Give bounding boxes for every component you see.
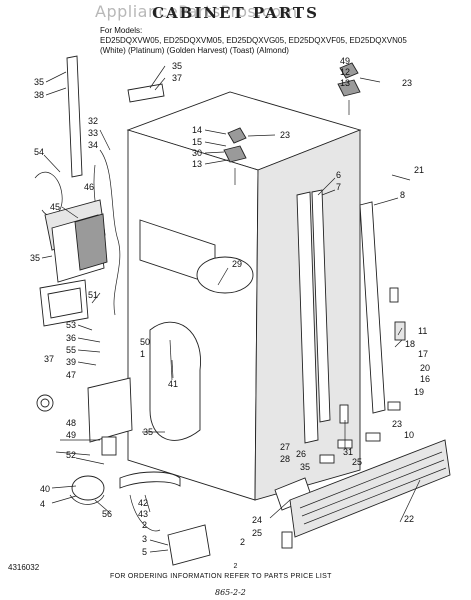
callout: 36 bbox=[66, 333, 76, 343]
page-number: 2 bbox=[233, 563, 238, 570]
left-side-parts bbox=[34, 55, 211, 566]
cabinet-shell bbox=[126, 91, 362, 501]
callout: 35 bbox=[143, 427, 153, 437]
callout: 38 bbox=[34, 90, 44, 100]
callout: 18 bbox=[405, 339, 415, 349]
callout: 5 bbox=[142, 547, 147, 557]
model-numbers: ED25DQXVW05, ED25DQXVM05, ED25DQXVG05, E… bbox=[100, 36, 407, 45]
callout: 6 bbox=[336, 170, 341, 180]
callout: 11 bbox=[418, 326, 427, 336]
callout: 32 bbox=[88, 116, 98, 126]
callout: 22 bbox=[404, 514, 414, 524]
callout: 35 bbox=[172, 61, 182, 71]
callout: 4 bbox=[40, 499, 45, 509]
callout: 34 bbox=[88, 140, 98, 150]
callout: 26 bbox=[296, 449, 306, 459]
callout: 55 bbox=[66, 345, 76, 355]
right-side-parts bbox=[274, 189, 451, 549]
callout: 42 bbox=[138, 498, 148, 508]
callout: 37 bbox=[172, 73, 182, 83]
callout: 51 bbox=[88, 290, 98, 300]
callout: 25 bbox=[352, 457, 362, 467]
callout: 52 bbox=[66, 450, 76, 460]
callout: 19 bbox=[414, 387, 424, 397]
for-models-label: For Models: bbox=[100, 26, 143, 35]
callout: 40 bbox=[40, 484, 50, 494]
watermark: AppliancePartsPros.com bbox=[95, 2, 298, 21]
callout-leaders bbox=[41, 65, 421, 553]
callout-labels: 35 38 54 45 35 46 32 33 34 51 53 36 55 3… bbox=[30, 56, 430, 557]
callout: 27 bbox=[280, 442, 290, 452]
callout: 50 bbox=[140, 337, 150, 347]
callout: 48 bbox=[66, 418, 76, 428]
callout: 24 bbox=[252, 515, 262, 525]
callout: 23 bbox=[280, 130, 290, 140]
callout: 23 bbox=[402, 78, 412, 88]
callout: 10 bbox=[404, 430, 414, 440]
page-title: CABINET PARTS bbox=[152, 4, 319, 22]
callout: 56 bbox=[102, 509, 112, 519]
callout: 53 bbox=[66, 320, 76, 330]
callout: 15 bbox=[192, 137, 202, 147]
handwritten-note: 865-2-2 bbox=[215, 588, 246, 597]
callout: 31 bbox=[343, 447, 353, 457]
callout: 25 bbox=[252, 528, 262, 538]
callout: 2 bbox=[240, 537, 245, 547]
callout: 49 bbox=[340, 56, 350, 66]
ordering-note: FOR ORDERING INFORMATION REFER TO PARTS … bbox=[110, 573, 332, 580]
callout: 35 bbox=[34, 77, 44, 87]
callout: 35 bbox=[300, 462, 310, 472]
callout: 7 bbox=[336, 182, 341, 192]
callout: 39 bbox=[66, 357, 76, 367]
callout: 3 bbox=[142, 534, 147, 544]
callout: 28 bbox=[280, 454, 290, 464]
top-right-parts bbox=[127, 62, 361, 185]
model-colors: (White) (Platinum) (Golden Harvest) (Toa… bbox=[100, 46, 289, 55]
callout: 30 bbox=[192, 148, 202, 158]
callout: 21 bbox=[414, 165, 424, 175]
callout: 37 bbox=[44, 354, 54, 364]
document-number: 4316032 bbox=[8, 563, 40, 572]
callout: 8 bbox=[400, 190, 405, 200]
callout: 17 bbox=[418, 349, 428, 359]
callout: 13 bbox=[340, 78, 350, 88]
callout: 1 bbox=[140, 349, 145, 359]
callout: 29 bbox=[232, 259, 242, 269]
callout: 13 bbox=[192, 159, 202, 169]
callout: 41 bbox=[168, 379, 178, 389]
callout: 46 bbox=[84, 182, 94, 192]
callout: 47 bbox=[66, 370, 76, 380]
callout: 33 bbox=[88, 128, 98, 138]
callout: 14 bbox=[192, 125, 202, 135]
callout: 43 bbox=[138, 509, 148, 519]
callout: 49 bbox=[66, 430, 76, 440]
callout: 23 bbox=[392, 419, 402, 429]
callout: 2 bbox=[142, 520, 147, 530]
callout: 20 bbox=[420, 363, 430, 373]
callout: 45 bbox=[50, 202, 60, 212]
callout: 54 bbox=[34, 147, 44, 157]
callout: 16 bbox=[420, 374, 430, 384]
callout: 35 bbox=[30, 253, 40, 263]
callout: 12 bbox=[340, 67, 350, 77]
